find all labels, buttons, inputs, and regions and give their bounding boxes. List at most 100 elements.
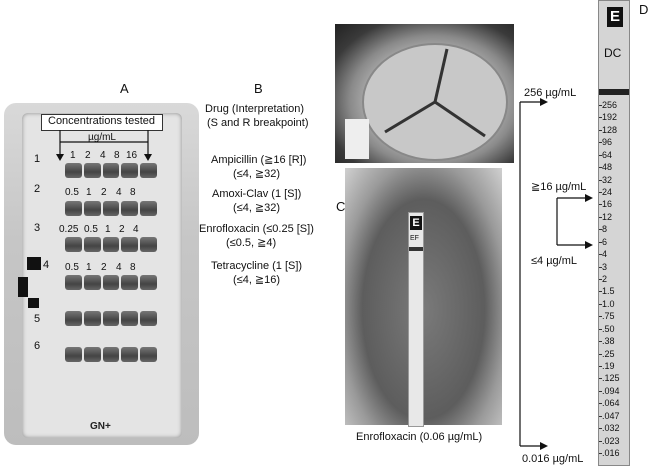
strip-d-tick-label: .016 (602, 448, 620, 458)
row1-conc-5: 16 (126, 150, 138, 161)
etest-strip-c: E EF (408, 212, 424, 427)
strip-d-tick-label: 64 (602, 149, 613, 160)
strip-d-tick-mark (599, 192, 602, 193)
strip-d-tick-mark (599, 167, 602, 169)
drug-name-ampicillin: Ampicillin (≧16 [R]) (211, 154, 307, 166)
plate-bottom-mark: GN+ (90, 421, 111, 432)
strip-d-tick-mark (599, 266, 602, 268)
strip-d-tick-label: .38 (602, 336, 615, 347)
strip-d-tick-mark (599, 204, 602, 206)
plate-black-marker-3 (28, 298, 39, 308)
strip-d-tick-mark (599, 179, 602, 181)
strip-d-tick-label: 96 (602, 137, 613, 148)
panel-label-b: B (254, 81, 263, 96)
row-number-2: 2 (34, 183, 41, 195)
strip-d-tick-label: 12 (602, 211, 613, 222)
row2-conc-5: 8 (130, 187, 136, 198)
strip-d-tick-label: 2 (602, 274, 608, 284)
row-number-6: 6 (34, 340, 41, 352)
strip-d-tick-label: 1.5 (602, 286, 615, 297)
photo-c-caption: Enrofloxacin (0.06 µg/mL) (356, 431, 483, 443)
scale-bottom-label: 0.016 µg/mL (522, 453, 584, 465)
row2-conc-4: 4 (116, 187, 122, 198)
strip-d-tick-mark (599, 403, 602, 405)
row3-conc-1: 0.25 (59, 224, 79, 235)
strip-d-tick-label: 1.0 (602, 298, 615, 309)
plate-unit-label: µg/mL (88, 132, 116, 143)
well-row-5 (65, 311, 157, 326)
strip-d-tick-label: 192 (602, 112, 618, 123)
strip-d-tick-mark (599, 415, 602, 417)
row3-conc-4: 2 (119, 224, 125, 235)
strip-d-tick-mark (599, 291, 602, 293)
well-row-2 (65, 201, 157, 216)
strip-d-tick-mark (599, 390, 602, 392)
strip-d-tick-mark (599, 453, 602, 454)
concentrations-tested-label: Concentrations tested (48, 115, 156, 127)
well-row-1 (65, 163, 157, 178)
well-row-3 (65, 237, 157, 252)
drug-header-2: (S and R breakpoint) (207, 117, 309, 129)
strip-d-tick-label: .25 (602, 348, 615, 359)
drug-name-enrofloxacin: Enrofloxacin (≤0.25 [S]) (199, 223, 314, 235)
strip-d-tick-label: .023 (602, 435, 620, 446)
row3-conc-3: 1 (105, 224, 111, 235)
row-number-5: 5 (34, 313, 41, 325)
drug-bp-amoxiclav: (≤4, ≧32) (233, 202, 281, 214)
strip-d-tick-label: .125 (602, 373, 620, 384)
strip-d-tick-mark (599, 366, 602, 367)
strip-c-logo: E (410, 216, 422, 230)
row4-conc-5: 8 (130, 262, 136, 273)
strip-d-tick-mark (599, 378, 602, 380)
scale-top-label: 256 µg/mL (524, 87, 577, 99)
row4-conc-4: 4 (116, 262, 122, 273)
drug-header-1: Drug (Interpretation) (205, 103, 305, 115)
strip-d-tick-mark (599, 316, 602, 318)
row1-conc-4: 8 (114, 150, 120, 161)
scale-r-break-label: ≧16 µg/mL (531, 181, 587, 193)
row-number-4: 4 (43, 259, 50, 271)
strip-d-tick-mark (599, 353, 602, 355)
strip-d-tick-label: .19 (602, 361, 615, 371)
plate-black-marker-1 (27, 257, 41, 270)
etest-strips-illustration (345, 43, 508, 161)
strip-d-tick-label: 48 (602, 162, 613, 173)
strip-d-tick-label: 4 (602, 249, 608, 260)
panel-label-a: A (120, 81, 129, 96)
row4-conc-2: 1 (86, 262, 92, 273)
strip-c-code: EF (410, 235, 419, 242)
drug-bp-tetracycline: (≤4, ≧16) (233, 274, 281, 286)
row-number-3: 3 (34, 222, 41, 234)
row2-conc-1: 0.5 (65, 187, 79, 198)
well-row-6 (65, 347, 157, 362)
row-number-1: 1 (34, 153, 41, 165)
strip-d-tick-mark (599, 216, 602, 218)
agar-plate-photo (335, 24, 514, 163)
strip-d-tick-label: .75 (602, 311, 615, 322)
drug-name-amoxiclav: Amoxi-Clav (1 [S]) (212, 188, 302, 200)
row2-conc-3: 2 (101, 187, 107, 198)
strip-d-tick-mark (599, 241, 602, 243)
strip-d-tick-label: 16 (602, 199, 613, 210)
strip-d-tick-label: .094 (602, 385, 620, 396)
strip-d-tick-mark (599, 117, 602, 119)
drug-bp-ampicillin: (≤4, ≧32) (233, 168, 281, 180)
row2-conc-2: 1 (86, 187, 92, 198)
strip-d-tick-label: 6 (602, 236, 608, 247)
strip-d-tick-mark (599, 105, 602, 106)
strip-d-tick-label: 24 (602, 187, 613, 197)
strip-d-logo: E (607, 7, 623, 27)
strip-d-tick-label: .032 (602, 423, 620, 434)
row4-conc-1: 0.5 (65, 262, 79, 273)
well-row-4 (65, 275, 157, 290)
row3-conc-2: 0.5 (84, 224, 98, 235)
strip-d-tick-mark (599, 154, 602, 156)
strip-d-tick-mark (599, 303, 602, 305)
strip-d-tick-mark (599, 328, 602, 330)
strip-d-band (599, 89, 629, 95)
row3-conc-5: 4 (133, 224, 139, 235)
panel-label-c: C (336, 199, 346, 214)
